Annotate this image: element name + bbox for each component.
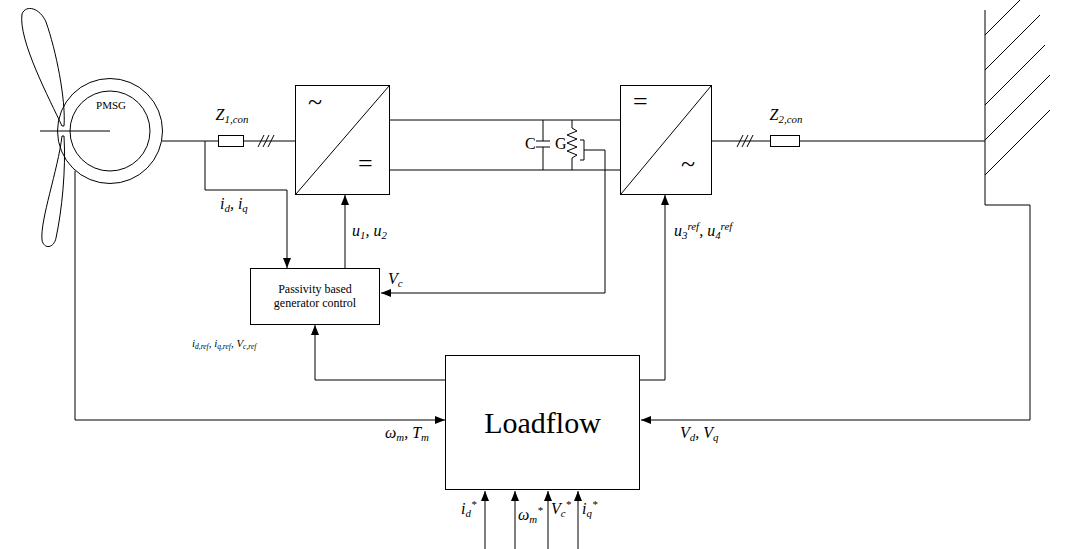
inverter-box: =~ [620, 85, 712, 195]
superscript: * [471, 498, 476, 510]
signal-label: Vd, Vq [680, 424, 718, 442]
connector [315, 325, 445, 380]
signal-label: u3ref, u4ref [674, 222, 732, 240]
subscript: q [586, 507, 591, 519]
capacitor-symbol [536, 120, 550, 170]
subscript: c [398, 277, 403, 289]
node-text: ~ [308, 88, 322, 117]
subscript: m [529, 513, 537, 525]
resistor-symbol [567, 120, 584, 170]
measurement-wire [205, 141, 287, 268]
superscript: * [566, 498, 571, 510]
setpoint-arrows [485, 491, 578, 549]
signal-label: G [555, 135, 567, 153]
node-text: Z2,con [759, 106, 813, 124]
connector [640, 195, 665, 380]
subscript: 3 [682, 229, 687, 241]
signal-label: C [525, 135, 536, 153]
loadflow-box: Loadflow [445, 355, 640, 490]
superscript: ref [687, 220, 699, 232]
subscript: d [224, 202, 229, 214]
subscript: d [465, 507, 470, 519]
subscript: 2,con [779, 113, 803, 125]
controller-box: Passivity based generator control [250, 268, 380, 325]
subscript: 2 [381, 229, 386, 241]
subscript: 1 [360, 229, 365, 241]
signal-label: ωm, Tm [385, 424, 429, 442]
connector [244, 141, 295, 142]
turbine-blade [22, 8, 65, 126]
signal-label: ωm* [518, 506, 543, 524]
connector [390, 120, 620, 121]
rectifier-box: ~= [295, 85, 390, 195]
voltage-wire [381, 150, 605, 293]
node-text: = [358, 150, 373, 179]
connector [390, 170, 620, 171]
subscript: d [690, 431, 695, 443]
grid-voltage-wire [641, 205, 1030, 420]
node-text: = [633, 88, 648, 117]
subscript: q [713, 431, 718, 443]
subscript: m [421, 431, 429, 443]
subscript: 1,con [225, 113, 249, 125]
superscript: * [537, 504, 542, 516]
signal-label: id, iq [220, 195, 248, 213]
subscript: m [396, 431, 404, 443]
shaft [40, 131, 110, 132]
connector [75, 171, 445, 420]
superscript: ref [721, 220, 733, 232]
node-text: Passivity based generator control [256, 283, 374, 311]
generator-circle: PMSG [57, 78, 163, 184]
signal-label: id* [461, 500, 476, 518]
node-text: PMSG [58, 99, 164, 111]
node-text: ~ [681, 150, 695, 179]
turbine-blade [42, 136, 65, 247]
signal-label: id,ref, iq,ref, Vc,ref [192, 337, 256, 349]
subscript: c [561, 507, 566, 519]
subscript: c,ref [243, 342, 256, 351]
subscript: d,ref [195, 342, 209, 351]
grid-wire [800, 141, 985, 142]
superscript: * [592, 498, 597, 510]
connector [712, 141, 770, 142]
signal-label: Vc [388, 270, 403, 288]
subscript: q [242, 202, 247, 214]
impedance-box: Z2,con [770, 135, 800, 147]
grid-symbol [985, 0, 1050, 205]
subscript: q,ref [217, 342, 231, 351]
connector [345, 195, 346, 268]
signal-label: u1, u2 [352, 222, 387, 240]
connector [162, 141, 218, 142]
node-text: Z1,con [205, 106, 259, 124]
signal-label: iq* [582, 500, 597, 518]
signal-label: Vc* [551, 500, 571, 518]
node-text: Loadflow [484, 406, 601, 440]
subscript: 4 [715, 229, 720, 241]
impedance-box: Z1,con [218, 135, 244, 147]
